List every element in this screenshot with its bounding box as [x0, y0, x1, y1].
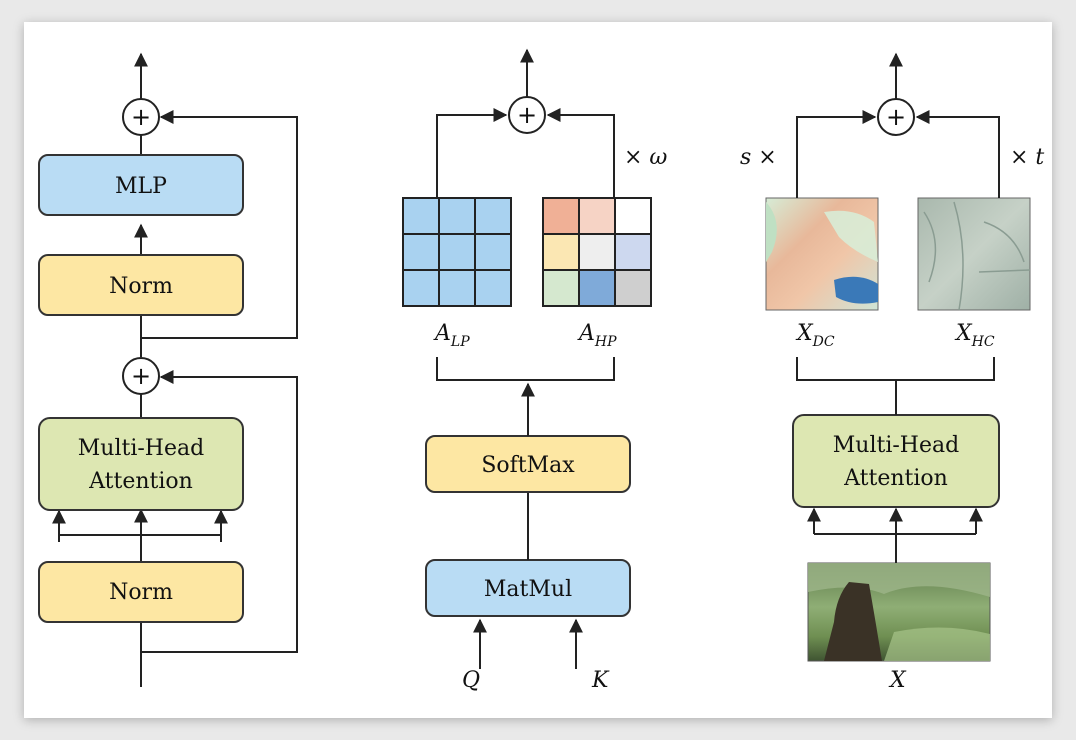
mlp-label: MLP: [115, 174, 167, 199]
a-hp-cell-9: [615, 270, 651, 306]
right-attention-label-1: Multi-Head: [833, 433, 959, 458]
upper-norm-box: [38, 254, 244, 316]
a-hp-cell-2: [579, 198, 615, 234]
input-image-trunk: [824, 582, 882, 661]
left-attention-label-2: Attention: [88, 469, 193, 494]
x-label: X: [888, 668, 907, 693]
input-image: [807, 562, 991, 662]
a-hp-border: [542, 197, 652, 307]
transformer-block: Norm Multi-Head Attention + Norm MLP +: [38, 52, 298, 687]
a-lp-matrix: [402, 197, 512, 307]
a-hp-cell-4: [543, 234, 579, 270]
hp-to-add-arrow: [546, 108, 615, 198]
lp-to-add-arrow: [436, 108, 508, 198]
residual-connection-2: [141, 110, 298, 339]
left-attention-box: [38, 417, 244, 511]
x-dc-region-3: [834, 276, 878, 304]
q-label: Q: [462, 668, 480, 693]
add-node-2: [122, 98, 160, 136]
a-hp-label: AHP: [577, 321, 617, 350]
a-lp-cells: [402, 197, 512, 307]
diagram-card: Norm Multi-Head Attention + Norm MLP + Q…: [24, 22, 1052, 718]
add-node-1: [122, 357, 160, 395]
x-dc-map: [765, 197, 879, 311]
x-hc-heatmap: [917, 197, 1031, 311]
omega-scale-label: × ω: [624, 145, 667, 170]
a-hp-cell-7: [543, 270, 579, 306]
a-lp-label: ALP: [433, 321, 470, 350]
right-attention-box: [792, 414, 1000, 508]
attention-decomposition: Q K MatMul SoftMax ALP: [402, 48, 667, 693]
a-hp-cell-6: [615, 234, 651, 270]
input-image-canopy: [808, 563, 990, 597]
softmax-label: SoftMax: [481, 453, 575, 478]
hc-to-add-arrow: [915, 110, 1000, 198]
a-hp-matrix: [542, 197, 652, 307]
add-node-middle-symbol: +: [517, 101, 537, 129]
right-split-bracket: [796, 357, 995, 381]
x-dc-region-1: [766, 202, 777, 262]
s-scale-label: s ×: [740, 145, 777, 170]
x-hc-map: [917, 197, 1031, 311]
add-node-1-symbol: +: [131, 362, 151, 390]
input-image-lawn: [884, 627, 990, 661]
x-hc-texture: [923, 201, 1031, 311]
left-attention-label-1: Multi-Head: [78, 436, 204, 461]
x-dc-region-2: [824, 210, 878, 262]
architecture-diagram: Norm Multi-Head Attention + Norm MLP + Q…: [38, 48, 1044, 693]
add-node-right-symbol: +: [886, 103, 906, 131]
mlp-box: [38, 154, 244, 216]
lower-norm-box: [38, 561, 244, 623]
dc-to-add-arrow: [796, 110, 877, 198]
upper-norm-label: Norm: [109, 274, 173, 299]
lower-norm-label: Norm: [109, 580, 173, 605]
feature-decomposition: X Multi-Head Attention XDC XHC s × × t: [740, 52, 1044, 693]
a-hp-cell-1: [543, 198, 579, 234]
a-hp-cell-3: [615, 198, 651, 234]
add-node-2-symbol: +: [131, 103, 151, 131]
a-hp-cell-5: [579, 234, 615, 270]
split-bracket: [436, 357, 615, 381]
right-attention-label-2: Attention: [843, 466, 948, 491]
x-hc-label: XHC: [954, 321, 995, 350]
t-scale-label: × t: [1010, 145, 1044, 170]
x-dc-label: XDC: [795, 321, 835, 350]
k-label: K: [591, 668, 610, 693]
a-hp-cell-8: [579, 270, 615, 306]
residual-connection-1: [141, 370, 298, 653]
qkv-split-line: [58, 534, 222, 542]
matmul-label: MatMul: [484, 577, 572, 602]
